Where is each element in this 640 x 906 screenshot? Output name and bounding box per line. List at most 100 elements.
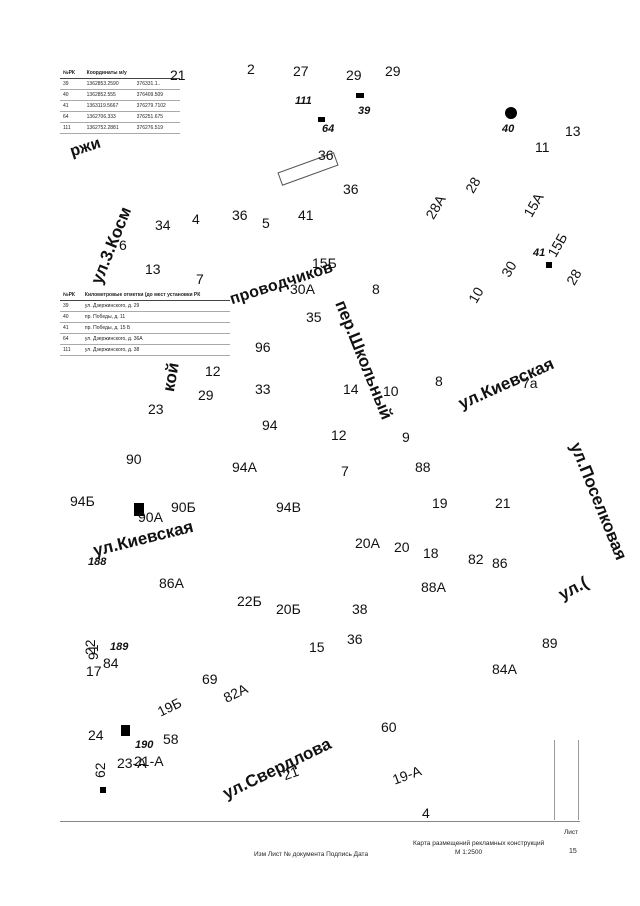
house-number: 28А [422, 192, 449, 222]
house-number: 19-А [390, 762, 424, 788]
house-number: 36 [232, 207, 248, 223]
cell: 64 [60, 333, 82, 345]
house-number: 34 [155, 217, 171, 233]
house-number: 84 [103, 655, 119, 671]
sheet-number: 15 [569, 848, 577, 855]
house-number: 13 [565, 123, 581, 139]
house-number: 23 [148, 401, 164, 417]
house-number: 6 [119, 237, 127, 253]
house-number: 23-А [117, 755, 147, 771]
cell: ул. Дзержинского, д. 38 [81, 344, 230, 356]
house-number: 69 [202, 671, 218, 687]
house-number: 13 [145, 261, 161, 277]
title-block-divider [60, 821, 580, 822]
cell: 1363119.5667 [83, 100, 134, 112]
frame-line [554, 740, 555, 820]
house-number: 35 [306, 309, 322, 325]
street-label-koy: кой [159, 361, 183, 394]
house-number: 9 [402, 429, 410, 445]
house-number: 15Б [312, 255, 337, 271]
cell: 41 [60, 322, 82, 334]
house-number: 28 [562, 266, 585, 288]
street-label-sverdlova: ул.Свердлова [219, 734, 335, 803]
rk-marker-64 [318, 117, 325, 122]
coords-header-id: №РК [60, 68, 84, 79]
house-number: 30А [290, 281, 315, 297]
cell: пр. Победы, д. 15 Б [81, 322, 230, 334]
cell: 111 [60, 344, 82, 356]
cell: 40 [60, 311, 82, 323]
rk-id-64: 64 [322, 123, 335, 135]
house-number: 94 [262, 417, 278, 433]
house-number: 14 [343, 381, 359, 397]
rk-id-39: 39 [358, 105, 371, 117]
house-number: 21 [170, 67, 186, 83]
house-number: 94В [276, 499, 301, 515]
rk-id-190: 190 [135, 739, 154, 751]
house-number: 8 [435, 373, 443, 389]
house-number: 96 [255, 339, 271, 355]
cell: ул. Дзержинского, д. 36А [81, 333, 230, 345]
cell: 40 [60, 89, 84, 101]
house-number: 86 [492, 555, 508, 571]
coords-header-coords: Координаты м/у [83, 68, 180, 79]
rk-marker-188 [134, 503, 144, 516]
house-number: 36 [347, 631, 363, 647]
house-number: 90Б [171, 499, 196, 515]
cell: ул. Дзержинского, д. 29 [81, 300, 230, 312]
rk-marker-190 [121, 725, 130, 736]
house-number: 41 [298, 207, 314, 223]
house-number: 7 [341, 463, 349, 479]
house-number: 88А [421, 579, 446, 595]
sheet-label: Лист [564, 829, 579, 836]
cell: 1362752.2881 [83, 122, 134, 134]
house-number: 15А [520, 190, 547, 220]
house-number: 22Б [237, 593, 262, 609]
addresses-table: №РК Километровые отметки (до мест устано… [60, 290, 230, 356]
house-number: 20Б [276, 601, 301, 617]
house-number: 84А [492, 661, 517, 677]
house-number: 7а [522, 375, 538, 391]
house-number: 10 [383, 383, 399, 399]
house-number: 27 [293, 63, 309, 79]
rk-id-41: 41 [533, 247, 546, 259]
house-number: 15Б [544, 230, 571, 260]
cell: пр. Победы, д. 11 [81, 311, 230, 323]
house-number: 24 [88, 727, 104, 743]
cell: 1362853.2590 [83, 78, 134, 90]
house-number: 28 [461, 174, 484, 196]
street-label-ul-g: ул.( [555, 572, 592, 605]
house-number: 5 [262, 215, 270, 231]
house-number: 19Б [154, 694, 185, 720]
cell: 376279.7102 [133, 100, 180, 112]
house-number: 94А [232, 459, 257, 475]
street-label-dzerzh: ржи [67, 134, 104, 161]
cell: 41 [60, 100, 84, 112]
cell: 376276.519 [133, 122, 180, 134]
street-label-kosm: ул.3.Косм [87, 204, 136, 287]
house-number: 4 [192, 211, 200, 227]
house-number: 12 [205, 363, 221, 379]
house-number: 17 [86, 663, 102, 679]
house-number: 91 [85, 644, 101, 660]
house-number: 30 [497, 258, 520, 280]
map-scale: М 1:2500 [455, 849, 483, 856]
cell: 64 [60, 111, 84, 123]
house-number: 12 [331, 427, 347, 443]
house-number: 20А [355, 535, 380, 551]
house-number: 2 [247, 61, 255, 77]
rk-id-189: 189 [110, 641, 129, 653]
house-number: 88 [415, 459, 431, 475]
house-number: 82 [468, 551, 484, 567]
house-number: 38 [352, 601, 368, 617]
house-number: 18 [423, 545, 439, 561]
